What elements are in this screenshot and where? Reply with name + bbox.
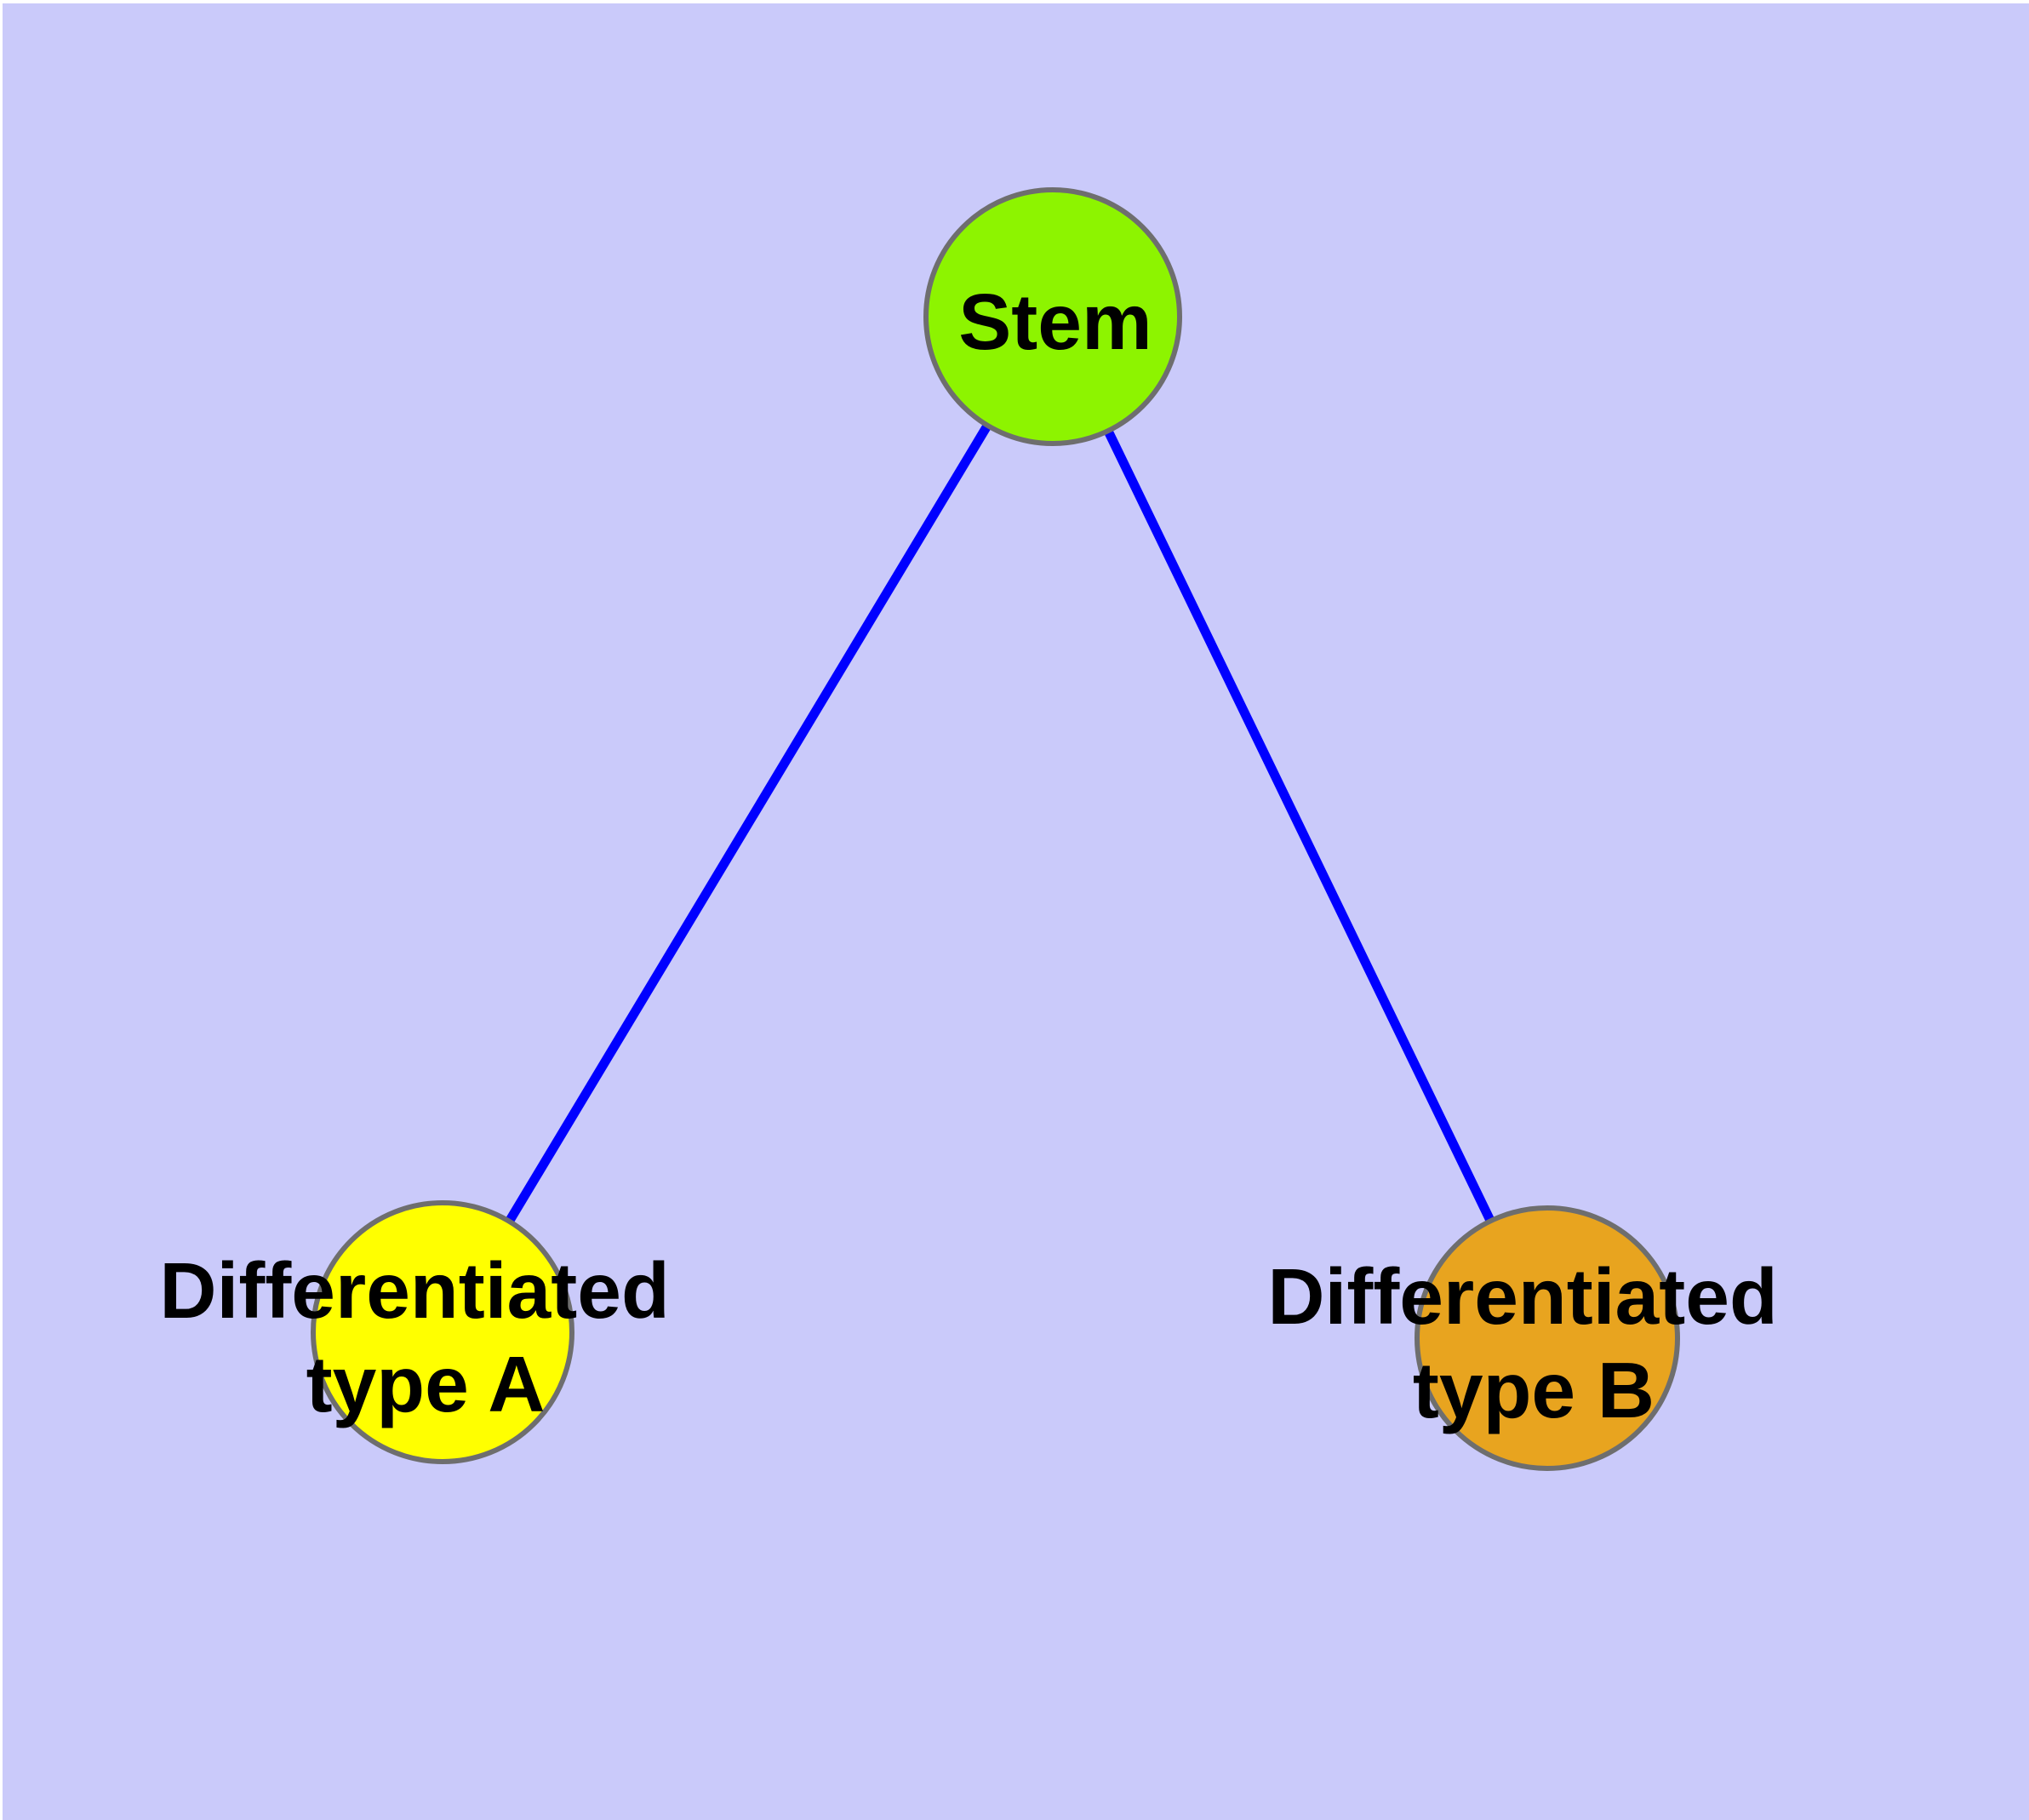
- label-type-a-line2: type A: [306, 1340, 546, 1428]
- node-stem: [923, 187, 1182, 446]
- node-differentiated-type-a: [311, 1200, 574, 1464]
- node-differentiated-type-b: [1415, 1205, 1680, 1471]
- label-stem: Stem: [958, 278, 1152, 366]
- label-differentiated-type-a: Differentiated type A: [159, 1246, 691, 1428]
- edge-stem-to-type-b: [1049, 314, 1552, 1341]
- edge-stem-to-type-a: [438, 314, 1057, 1335]
- label-type-b-line1: Differentiated: [1267, 1252, 1777, 1341]
- label-type-a-line1: Differentiated: [159, 1246, 669, 1335]
- label-differentiated-type-b: Differentiated type B: [1267, 1252, 1799, 1434]
- label-type-b-line2: type B: [1413, 1346, 1655, 1434]
